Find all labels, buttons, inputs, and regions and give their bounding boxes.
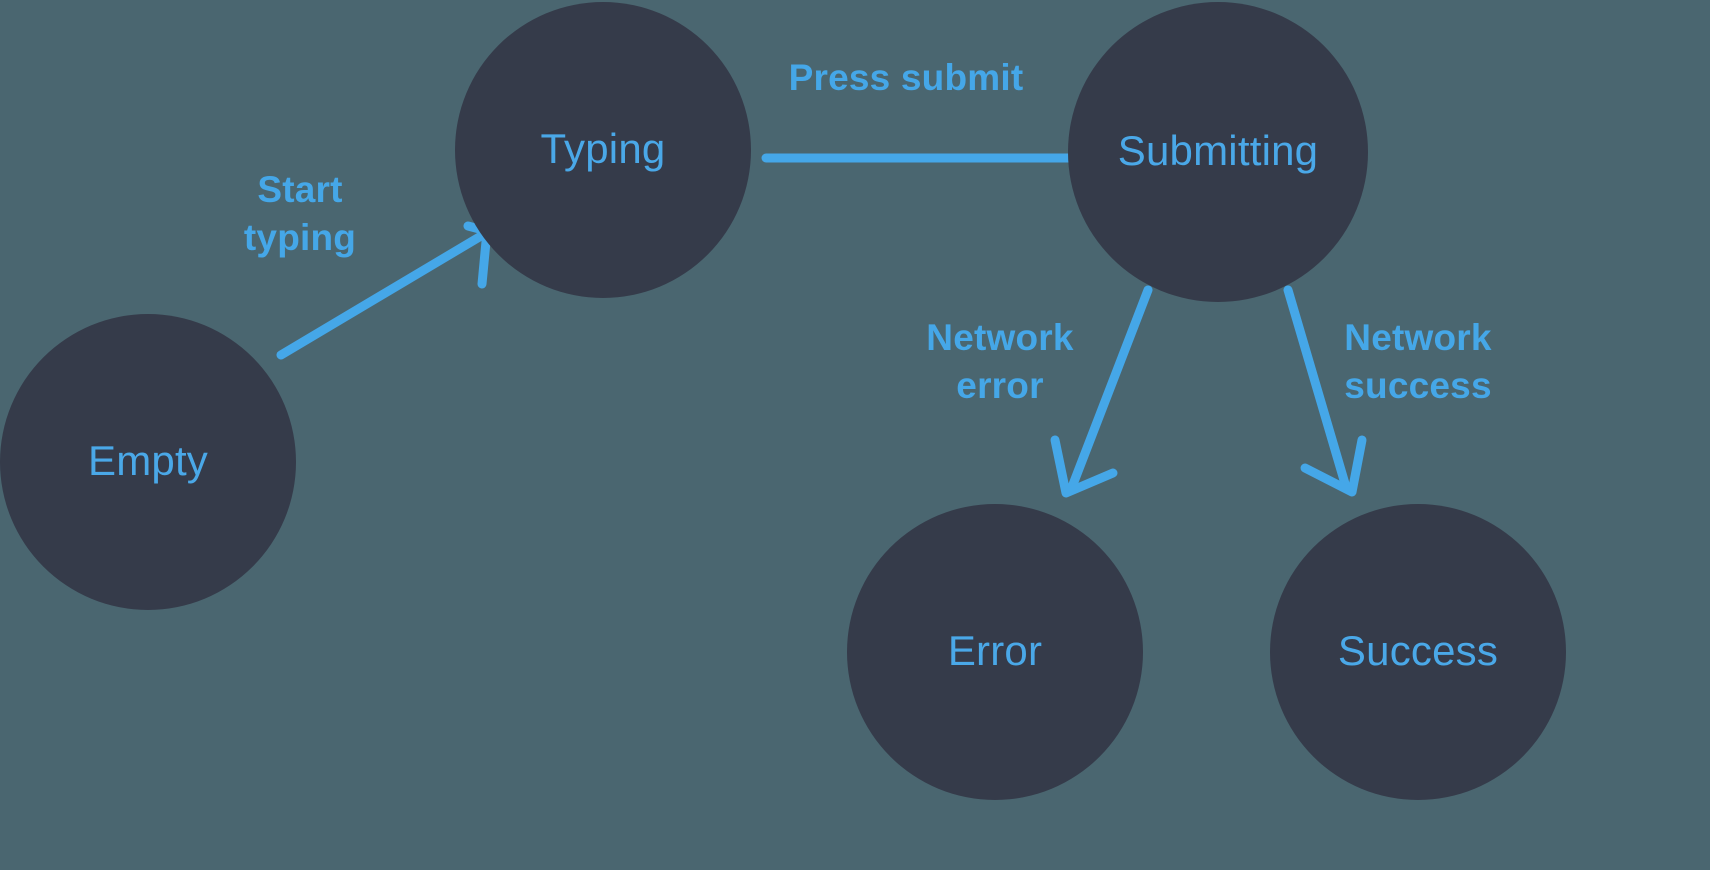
transition-label-submitting-to-error-line1: Network <box>926 317 1074 358</box>
state-node-error-label: Error <box>948 627 1042 674</box>
transition-submitting-to-error-line <box>1067 285 1153 492</box>
state-node-success-shape <box>1270 504 1566 800</box>
state-node-empty[interactable]: Empty <box>0 314 296 610</box>
state-node-typing[interactable]: Typing <box>455 2 751 298</box>
transition-label-submitting-to-error-line2: error <box>956 365 1043 406</box>
transition-label-submitting-to-success-line1: Network <box>1344 317 1492 358</box>
transition-label-empty-to-typing: Start typing <box>244 169 356 258</box>
state-node-error[interactable]: Error <box>847 504 1143 800</box>
transition-label-typing-to-submitting: Press submit <box>789 57 1024 98</box>
transition-submitting-to-success-arrowhead <box>1300 435 1367 497</box>
state-node-success-label: Success <box>1338 627 1498 674</box>
transition-submitting-to-success-line <box>1283 285 1351 492</box>
state-node-success[interactable]: Success <box>1270 504 1566 800</box>
transition-label-submitting-to-error: Network error <box>926 317 1074 406</box>
transition-label-empty-to-typing-line2: typing <box>244 217 356 258</box>
state-node-error-shape <box>847 504 1143 800</box>
state-node-submitting-label: Submitting <box>1118 127 1318 174</box>
transition-label-empty-to-typing-line1: Start <box>257 169 342 210</box>
transition-submitting-to-error[interactable] <box>1050 285 1153 498</box>
transition-submitting-to-success[interactable] <box>1283 285 1367 497</box>
transition-label-typing-to-submitting-line1: Press submit <box>789 57 1024 98</box>
state-node-submitting-shape <box>1068 2 1368 302</box>
state-node-empty-shape <box>0 314 296 610</box>
transition-submitting-to-error-arrowhead <box>1050 435 1118 498</box>
state-node-typing-shape <box>455 2 751 298</box>
transition-empty-to-typing-line <box>276 231 486 360</box>
state-node-typing-label: Typing <box>541 125 666 172</box>
transition-label-submitting-to-success: Network success <box>1344 317 1492 406</box>
state-node-empty-label: Empty <box>88 437 208 484</box>
transition-label-submitting-to-success-line2: success <box>1344 365 1491 406</box>
state-node-submitting[interactable]: Submitting <box>1068 2 1368 302</box>
